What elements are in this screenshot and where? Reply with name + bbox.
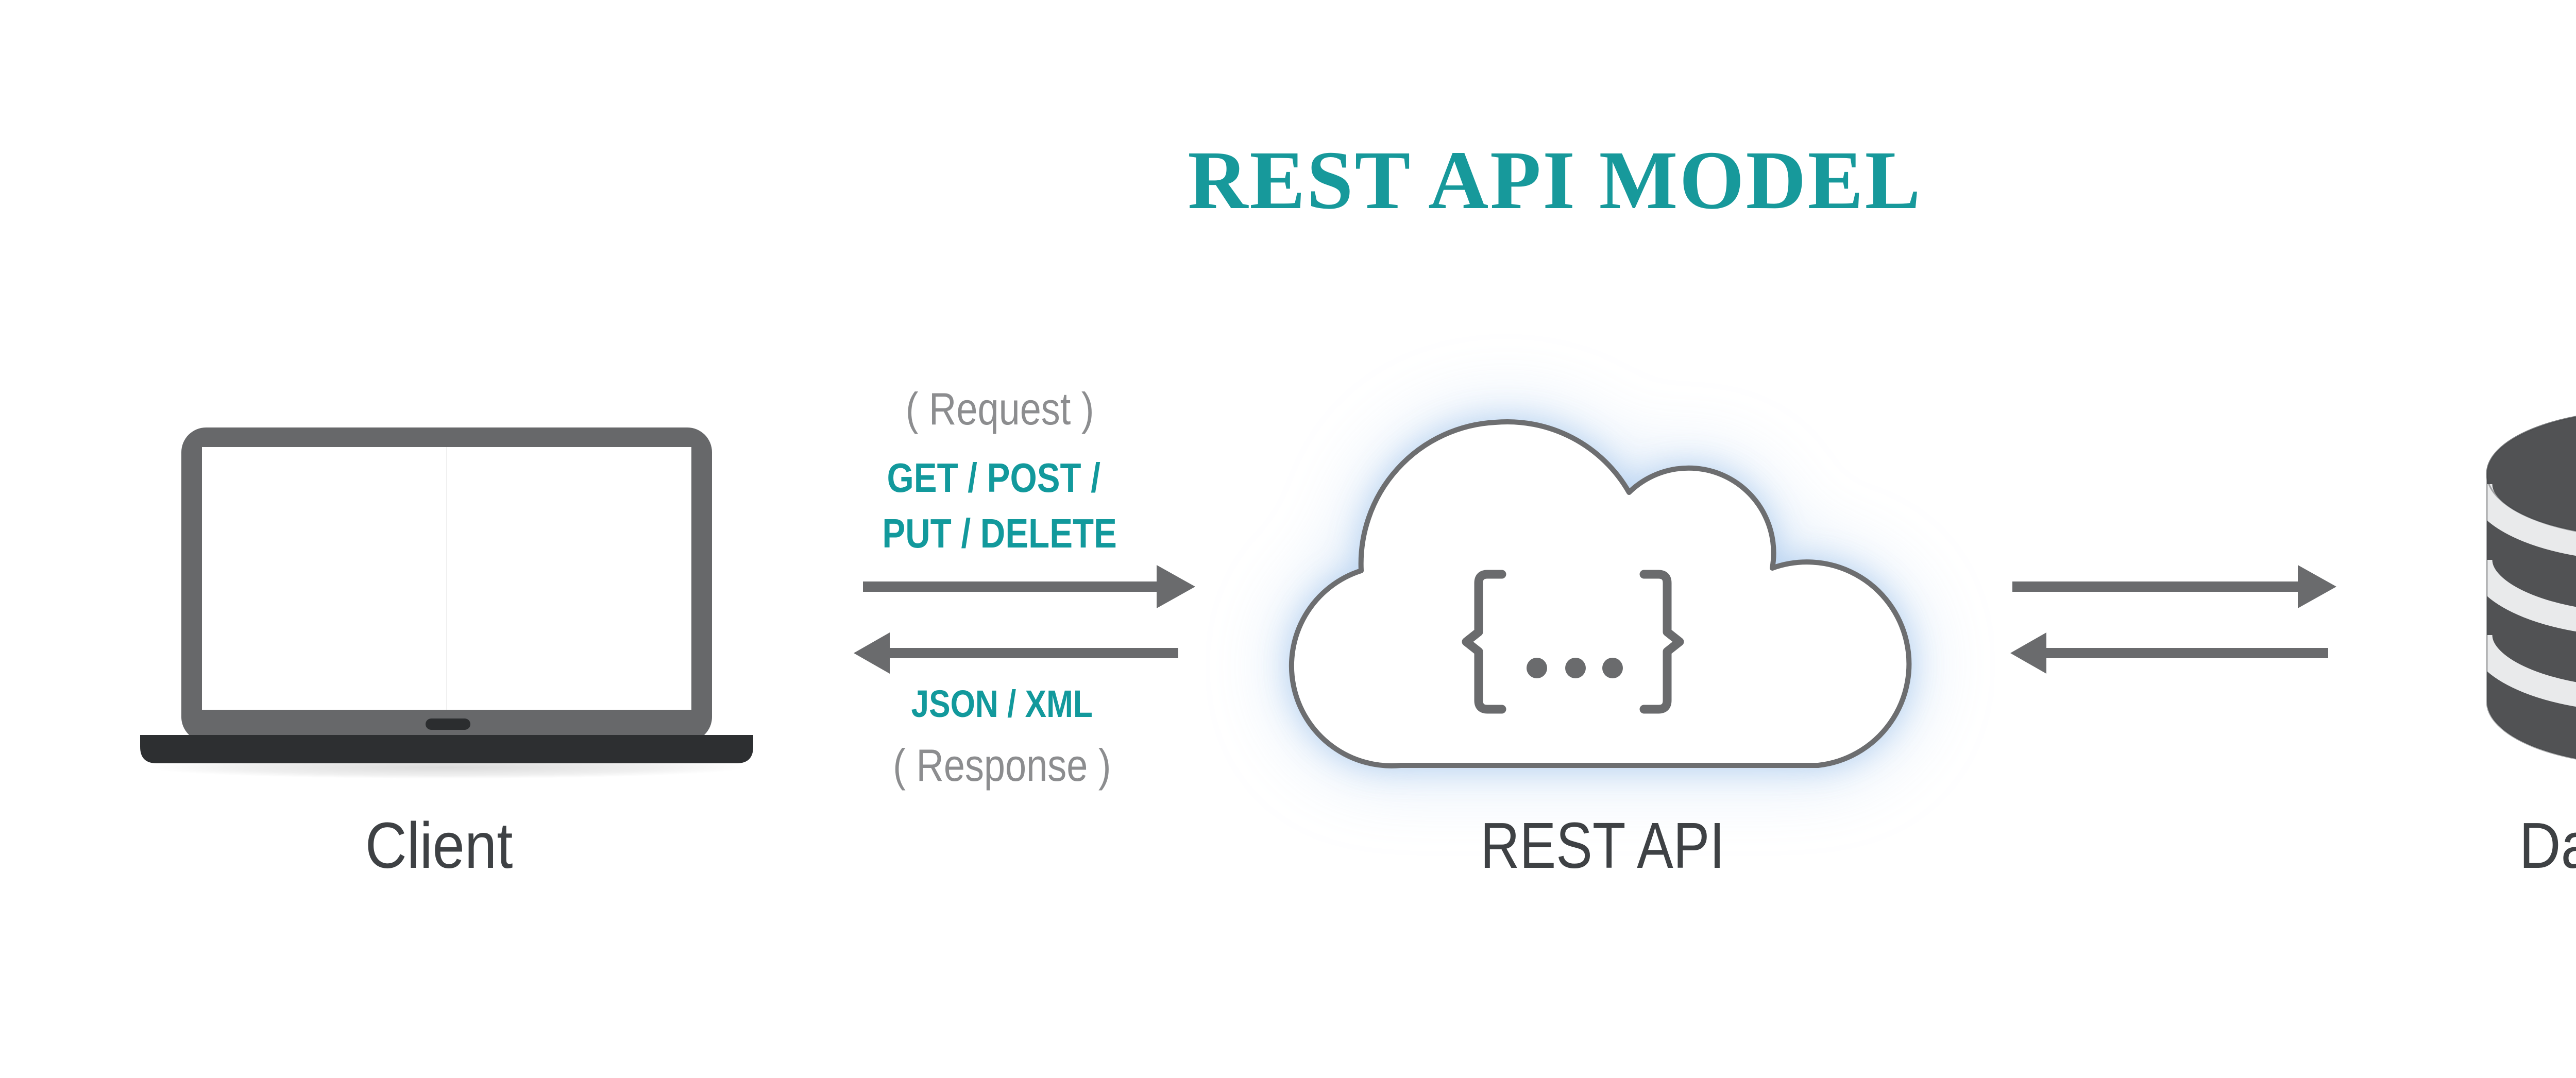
response-arrow-icon (854, 632, 1178, 674)
response-caption: ( Response ) (893, 740, 1111, 791)
request-caption: ( Request ) (906, 383, 1094, 434)
page-title: REST API MODEL (1188, 134, 1922, 227)
db-query-arrow-icon (2012, 565, 2336, 608)
http-methods-line-1: GET / POST / (887, 455, 1101, 501)
laptop-icon (140, 427, 753, 783)
http-methods-line-2: PUT / DELETE (882, 510, 1117, 556)
db-result-arrow-icon (2010, 632, 2328, 674)
client-label: Client (365, 809, 513, 882)
json-xml-label: JSON / XML (911, 682, 1093, 725)
code-braces-icon (1462, 570, 1684, 714)
database-label: Database (2519, 809, 2576, 882)
cloud-icon (1289, 419, 1912, 768)
database-icon (2486, 410, 2576, 765)
rest-api-label: REST API (1480, 809, 1725, 882)
request-arrow-icon (863, 565, 1195, 608)
